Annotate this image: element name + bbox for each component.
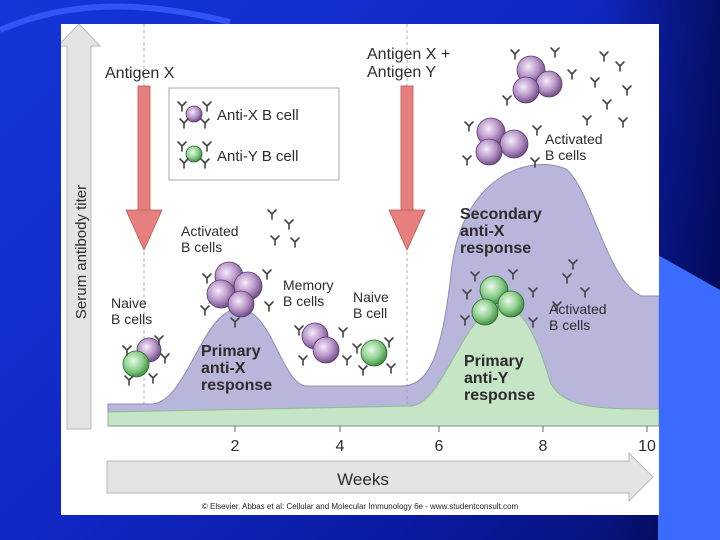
memory-b-cells-label-line2: B cells xyxy=(283,293,324,309)
primary-anti-y-label-line2: anti-Y xyxy=(464,370,509,387)
activated-b-cells-secondary-label-line1: Activated xyxy=(545,131,603,147)
naive-b-cell-middle-label-line2: B cell xyxy=(353,305,387,321)
legend-anti-y-label: Anti-Y B cell xyxy=(217,148,298,165)
memory-b-cells-label-line1: Memory xyxy=(283,277,334,293)
x-tick-2: 2 xyxy=(231,438,240,455)
antigen-x-arrow xyxy=(125,85,163,251)
x-tick-10: 10 xyxy=(638,438,656,455)
memory-b-cells xyxy=(294,322,352,366)
primary-anti-x-label-line1: Primary xyxy=(201,343,261,360)
activated-b-cells-secondary-label-line2: B cells xyxy=(545,147,586,163)
weeks-arrow xyxy=(106,451,654,503)
activated-b-cells-secondary xyxy=(462,47,632,168)
anti-x-b-cell-icon xyxy=(185,105,203,123)
activated-b-cells-primary xyxy=(200,209,300,328)
legend-anti-x-label: Anti-X B cell xyxy=(217,107,299,124)
figure-canvas: Serum antibody titer Antigen X Antigen X… xyxy=(61,24,659,503)
naive-b-cell-middle xyxy=(352,337,396,376)
activated-b-cells-anti-y xyxy=(460,259,590,328)
primary-anti-y-label-line3: response xyxy=(464,387,535,404)
antigen-xy-label-line1: Antigen X + xyxy=(367,46,450,63)
anti-y-response-area xyxy=(107,306,659,427)
primary-anti-x-label-line2: anti-X xyxy=(201,360,246,377)
secondary-anti-x-label-line1: Secondary xyxy=(460,206,542,223)
primary-anti-y-label-line1: Primary xyxy=(464,353,524,370)
antigen-x-label: Antigen X xyxy=(105,65,175,82)
antigen-xy-label-line2: Antigen Y xyxy=(367,64,436,81)
primary-anti-x-label-line3: response xyxy=(201,377,272,394)
y-axis-label: Serum antibody titer xyxy=(73,185,90,319)
x-tick-6: 6 xyxy=(435,438,444,455)
naive-b-cells-left xyxy=(122,335,170,386)
activated-b-cells-anti-y-label-line1: Activated xyxy=(549,301,607,317)
x-tick-8: 8 xyxy=(539,438,548,455)
anti-y-b-cell-icon xyxy=(185,145,203,163)
naive-b-cells-left-label-line1: Naive xyxy=(111,295,147,311)
naive-b-cell-middle-label-line1: Naive xyxy=(353,289,389,305)
activated-b-cells-primary-label-line1: Activated xyxy=(181,223,239,239)
x-axis-label: Weeks xyxy=(337,470,389,489)
immune-response-figure: Serum antibody titer Antigen X Antigen X… xyxy=(61,24,659,515)
y-axis-arrow xyxy=(61,24,102,430)
activated-b-cells-anti-y-label-line2: B cells xyxy=(549,317,590,333)
x-axis: 2 4 6 8 10 xyxy=(108,425,659,455)
secondary-anti-x-label-line3: response xyxy=(460,240,531,257)
secondary-anti-x-label-line2: anti-X xyxy=(460,223,505,240)
activated-b-cells-primary-label-line2: B cells xyxy=(181,239,222,255)
copyright-credit: © Elsevier. Abbas et al: Cellular and Mo… xyxy=(201,502,519,511)
x-tick-4: 4 xyxy=(336,438,345,455)
legend-box: Anti-X B cell Anti-Y B cell xyxy=(168,87,340,181)
antigen-xy-arrow xyxy=(388,85,426,251)
naive-b-cells-left-label-line2: B cells xyxy=(111,311,152,327)
